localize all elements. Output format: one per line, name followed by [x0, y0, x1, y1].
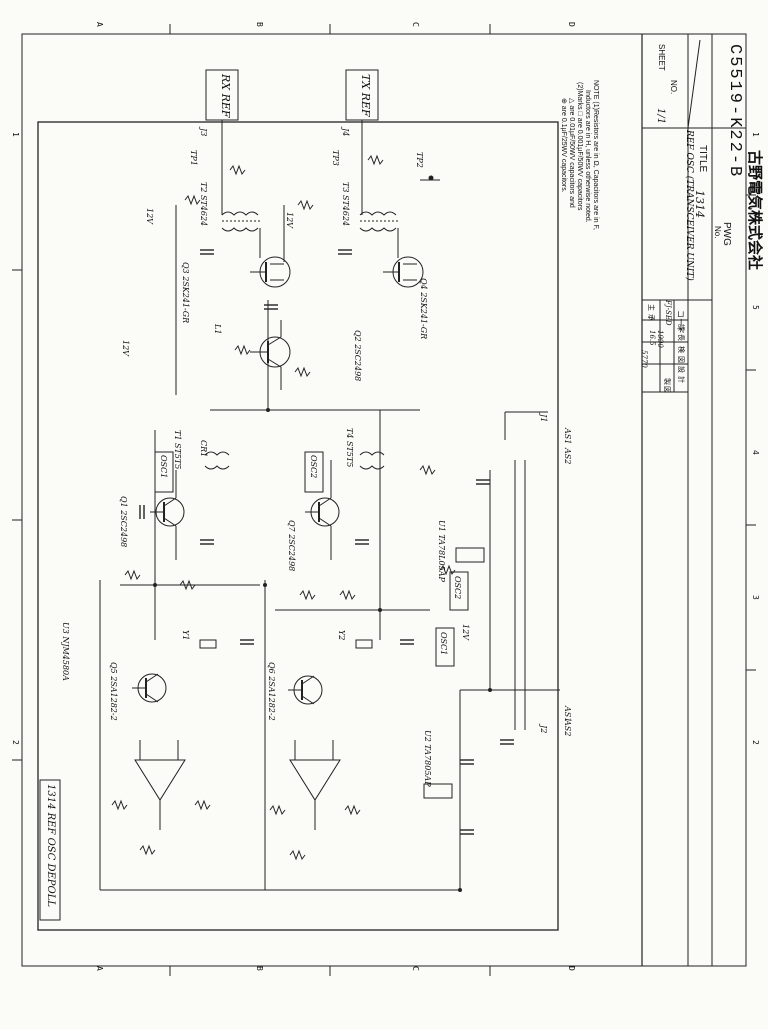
row-label-2: 2 [751, 740, 760, 745]
tp2-label: TP2 [415, 152, 424, 168]
note-line-2: Inductors are in H, unless otherwise not… [584, 90, 591, 223]
sheet-label: SHEET [657, 44, 666, 71]
approval-entry-3: 5770 [640, 350, 648, 368]
osc2-aux-label: OSC2 [453, 576, 462, 600]
v12-label-2: 12V [285, 212, 294, 228]
approval-entry-2: 16.5 [648, 330, 656, 346]
title-label: TITLE [697, 145, 708, 173]
pwg-no-label: No. [713, 226, 722, 239]
t2-label: T2 ST4624 [199, 182, 208, 227]
regulator-u1 [455, 547, 485, 563]
as1-label: AS1 [563, 428, 572, 445]
approval-entry-0: FJ-SED [664, 300, 672, 326]
row-label-4: 4 [751, 450, 760, 455]
u1-label: U1 TA78L05AP [437, 520, 446, 582]
row-label-2-left: 2 [11, 740, 20, 745]
y1-label: Y1 [181, 630, 190, 641]
sheet-no-label: NO. [669, 80, 678, 95]
note-line-3: (2)Marks □ are 0.001μF/50WV capacitors [576, 82, 583, 211]
approval-entry-1: 1990 [656, 330, 664, 348]
t3-label: T3 ST4624 [341, 182, 350, 227]
q5-label: Q5 2SA1282-2 [109, 662, 118, 721]
row-label-1: 1 [751, 132, 760, 137]
q1-label: Q1 2SC2498 [119, 496, 128, 548]
as2-label: AS2 [563, 448, 572, 465]
as2-label-j2: AS2 [563, 720, 572, 737]
row-label-3: 3 [751, 595, 760, 600]
tp3-label: TP3 [331, 150, 340, 166]
osc1-label: OSC1 [159, 455, 168, 479]
row-label-1-left: 1 [11, 132, 20, 137]
side-label-box [39, 779, 61, 921]
approval-mark-8: 製 [663, 378, 670, 385]
col-label-b-bottom: B [255, 966, 264, 971]
approval-mark-5: 図 [677, 356, 684, 363]
v12-label-3: 12V [121, 340, 130, 356]
q2-label: Q2 2SC2498 [353, 330, 362, 382]
t4-label: T4 ST5T5 [345, 428, 354, 468]
approval-mark-7: 計 [677, 376, 684, 383]
outer-frame [21, 33, 747, 967]
cr1-label: CR1 [199, 440, 208, 458]
u3-label: U3 NJM4580A [61, 622, 70, 681]
note-line-1: NOTE (1)Resistors are in Ω, Capacitors a… [592, 80, 599, 230]
l1-label: L1 [213, 324, 222, 335]
osc2-aux-box [449, 571, 469, 611]
approval-mark-6: 設 [677, 366, 684, 373]
approval-mark-2: 課 [677, 324, 684, 331]
title-line-2: REF OSC (TRANSCEIVER UNIT) [684, 130, 694, 281]
u2-label: U2 TA7805AP [423, 730, 432, 787]
row-label-5: 5 [751, 305, 760, 310]
sheet-value: 1/1 [655, 108, 666, 125]
col-label-c-top: C [411, 22, 420, 27]
q4-label: Q4 2SK241-GR [419, 278, 428, 340]
company-name: 古野電気株式会社 [746, 150, 764, 271]
note-line-4: △ are 0.01μF/50WV capacitors and [568, 98, 575, 208]
osc2-label: OSC2 [309, 455, 318, 479]
q6-label: Q6 2SA1282-2 [267, 662, 276, 721]
note-line-5: ⊕ are 0.1μF/25WV capacitors. [560, 98, 567, 193]
j4-label: J4 [341, 128, 350, 137]
tp1-label: TP1 [189, 150, 198, 166]
regulator-u2 [423, 783, 453, 799]
col-label-b-top: B [255, 22, 264, 27]
t1-label: T1 ST5T5 [173, 430, 182, 470]
col-label-c-bottom: C [411, 966, 420, 971]
v12-label-1: 12V [145, 208, 154, 224]
j1-label: J1 [539, 414, 548, 423]
drawing-number: C5519-K22-B [725, 44, 744, 179]
approval-mark-4: 検 [677, 346, 684, 353]
col-label-d-top: D [567, 22, 576, 27]
approval-mark-9: 図 [663, 386, 670, 393]
pwg-label: PWG [721, 222, 732, 246]
approval-mark-1: 承 [647, 314, 654, 321]
approval-mark-0: 主 [647, 304, 654, 311]
tx-ref-label: TX REF [359, 74, 372, 117]
osc1-aux-label: OSC1 [439, 632, 448, 656]
osc1-aux-box [435, 627, 455, 667]
title-line-1: 1314 [693, 190, 706, 218]
v12-label-4: 12V [461, 624, 470, 640]
side-label: 1314 REF OSC DEPOLL [45, 784, 56, 907]
col-label-a-top: A [95, 22, 104, 27]
y2-label: Y2 [337, 630, 346, 641]
j2-label: J2 [539, 725, 548, 734]
approval-mark-3: 長 [677, 334, 684, 341]
col-label-d-bottom: D [567, 966, 576, 971]
col-label-a-bottom: A [95, 966, 104, 971]
q3-label: Q3 2SK241-GR [181, 262, 190, 324]
schematic-boundary [37, 121, 559, 931]
rx-ref-label: RX REF [219, 74, 232, 118]
osc1-box [154, 451, 174, 493]
j3-label: J3 [199, 128, 208, 137]
q7-label: Q7 2SC2498 [287, 520, 296, 572]
osc2-box [304, 451, 324, 493]
